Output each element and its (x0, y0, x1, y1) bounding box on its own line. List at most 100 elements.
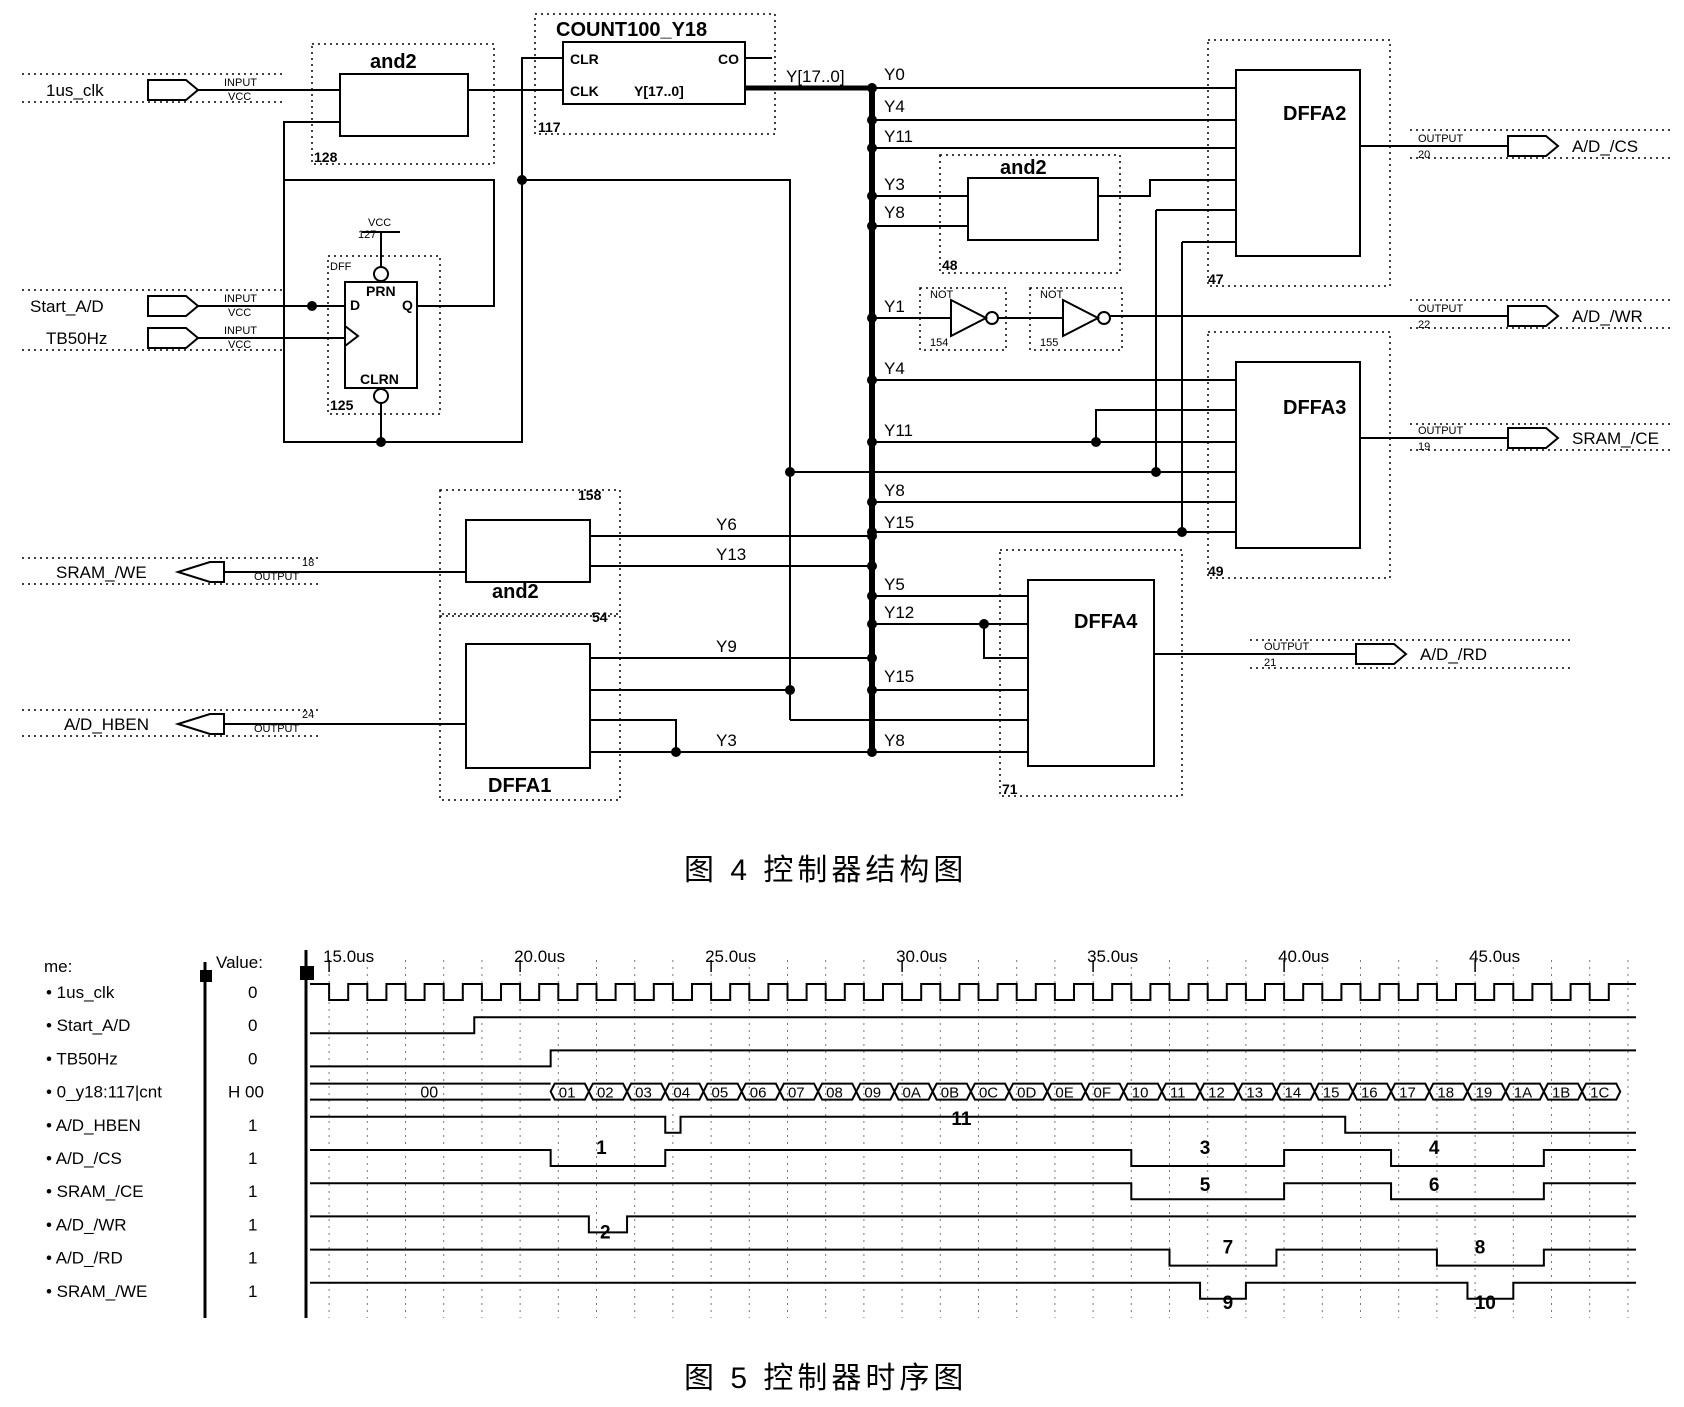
bus-label: Y[17..0] (786, 67, 845, 86)
svg-text:20: 20 (1418, 149, 1430, 161)
bus-value: 19 (1476, 1085, 1493, 1102)
bus-tap-labels: Y0 Y4 Y11 Y3 Y8 Y1 Y4 Y11 Y8 Y15 Y6 Y13 … (716, 65, 914, 750)
input-tb50hz: TB50Hz (46, 329, 107, 348)
bus-value: 0F (1094, 1085, 1112, 1102)
svg-text:OUTPUT: OUTPUT (254, 571, 300, 583)
bus-value: 12 (1208, 1085, 1225, 1102)
svg-text:Y5: Y5 (884, 575, 905, 594)
svg-text:Y6: Y6 (716, 515, 737, 534)
svg-text:PRN: PRN (366, 283, 396, 299)
svg-text:Q: Q (402, 297, 413, 313)
svg-text:Y11: Y11 (884, 421, 913, 440)
signal-value: 1 (248, 1249, 257, 1268)
dffa2-block (1235, 69, 1361, 257)
svg-text:18: 18 (302, 557, 314, 569)
figure4-caption: 图 4 控制器结构图 (684, 854, 967, 887)
svg-text:OUTPUT: OUTPUT (254, 723, 300, 735)
svg-text:Y4: Y4 (884, 359, 905, 378)
time-tick-label: 15.0us (323, 947, 374, 966)
svg-text:125: 125 (330, 397, 354, 413)
event-marker: 5 (1200, 1175, 1211, 1196)
svg-text:49: 49 (1208, 563, 1224, 579)
svg-text:NOT: NOT (1040, 289, 1064, 301)
svg-text:Y8: Y8 (884, 731, 905, 750)
structure-labels: 1us_clk Start_A/D TB50Hz SRAM_/WE A/D_HB… (30, 19, 1659, 797)
output-ad-hben: A/D_HBEN (64, 715, 149, 734)
svg-text:Y4: Y4 (884, 97, 905, 116)
event-marker: 7 (1223, 1238, 1234, 1259)
event-marker: 2 (600, 1222, 611, 1243)
svg-text:Y9: Y9 (716, 637, 737, 656)
bus-value: 17 (1399, 1085, 1416, 1102)
bus-value: 03 (635, 1085, 652, 1102)
waveform-trace (310, 1049, 1636, 1068)
output-ad-wr: A/D_/WR (1572, 307, 1643, 326)
time-tick-label: 20.0us (514, 947, 565, 966)
svg-text:and2: and2 (370, 51, 417, 73)
time-tick-label: 30.0us (896, 947, 947, 966)
svg-text:VCC: VCC (228, 339, 251, 351)
signal-value: 1 (248, 1116, 257, 1135)
bus-segment (1580, 1082, 1622, 1101)
waveform-trace (310, 1115, 1636, 1134)
output-sram-we: SRAM_/WE (56, 563, 147, 582)
svg-text:INPUT: INPUT (224, 325, 257, 337)
waveform-trace (310, 1149, 1636, 1167)
and2-gate-top (339, 73, 469, 137)
figure5-caption: 图 5 控制器时序图 (684, 1362, 967, 1395)
bus-value: 1B (1552, 1085, 1570, 1102)
svg-text:Y12: Y12 (884, 603, 914, 622)
svg-text:127: 127 (358, 229, 376, 241)
bus-value: 18 (1437, 1085, 1454, 1102)
bus-value: 14 (1285, 1085, 1302, 1102)
svg-text:Y1: Y1 (884, 297, 905, 316)
svg-text:21: 21 (1264, 657, 1276, 669)
signal-value: 1 (248, 1149, 257, 1168)
svg-text:128: 128 (314, 149, 338, 165)
counter-block (562, 41, 746, 105)
signal-value: H 00 (228, 1083, 264, 1102)
svg-text:Y8: Y8 (884, 203, 905, 222)
svg-text:19: 19 (1418, 441, 1430, 453)
bus-value: 10 (1132, 1085, 1149, 1102)
signal-name: • SRAM_/WE (46, 1282, 147, 1301)
svg-text:Y0: Y0 (884, 65, 905, 84)
bus-value: 02 (597, 1085, 614, 1102)
dffa4-block (1027, 579, 1155, 767)
svg-text:COUNT100_Y18: COUNT100_Y18 (556, 19, 707, 41)
bus-value: 15 (1323, 1085, 1340, 1102)
signal-value: 1 (248, 1182, 257, 1201)
bus-value: 0D (1017, 1085, 1036, 1102)
svg-text:DFF: DFF (330, 261, 352, 273)
svg-text:Y3: Y3 (716, 731, 737, 750)
signal-value: 0 (248, 983, 257, 1002)
bus-value: 06 (750, 1085, 767, 1102)
bus-value: 05 (712, 1085, 729, 1102)
svg-text:CO: CO (718, 51, 739, 67)
signal-value: 0 (248, 1016, 257, 1035)
bus-value: 0B (941, 1085, 959, 1102)
bus-value: 1A (1514, 1085, 1532, 1102)
signal-name: • SRAM_/CE (46, 1182, 144, 1201)
svg-text:OUTPUT: OUTPUT (1418, 425, 1464, 437)
input-1us-clk: 1us_clk (46, 81, 104, 100)
svg-text:VCC: VCC (228, 91, 251, 103)
dffa3-block (1235, 361, 1361, 549)
svg-text:CLR: CLR (570, 51, 599, 67)
svg-text:Y3: Y3 (884, 175, 905, 194)
svg-text:and2: and2 (492, 581, 539, 603)
signal-value: 0 (248, 1049, 257, 1068)
svg-text:D: D (350, 297, 360, 313)
svg-text:OUTPUT: OUTPUT (1418, 303, 1464, 315)
svg-text:Y[17..0]: Y[17..0] (634, 83, 684, 99)
svg-text:OUTPUT: OUTPUT (1264, 641, 1310, 653)
signal-name: • 0_y18:117|cnt (46, 1083, 162, 1102)
signal-name: • TB50Hz (46, 1049, 118, 1068)
waveform-trace (310, 1016, 1636, 1035)
time-tick-label: 40.0us (1278, 947, 1329, 966)
bus-value: 0E (1055, 1085, 1073, 1102)
event-marker: 4 (1429, 1138, 1440, 1159)
svg-text:24: 24 (302, 709, 314, 721)
